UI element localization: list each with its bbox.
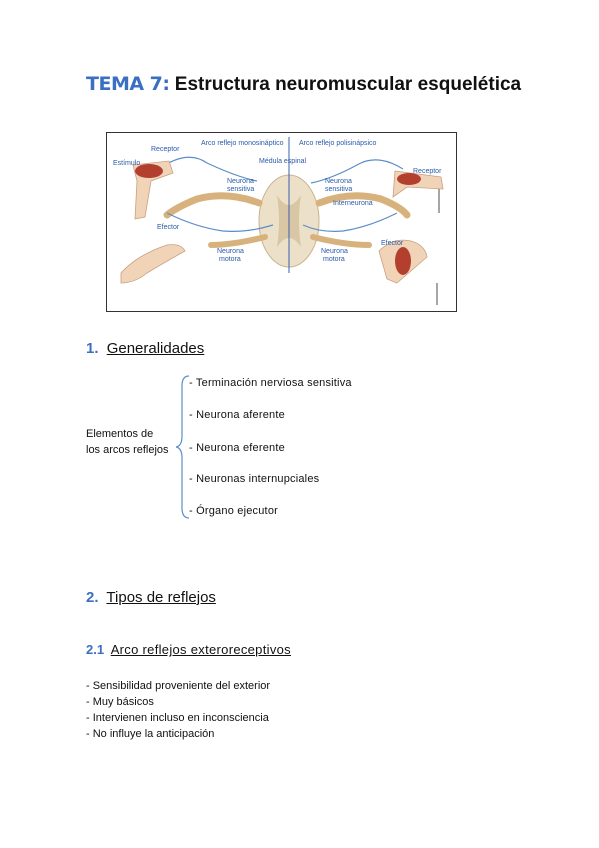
section1-heading: 1. Generalidades <box>86 340 204 357</box>
fig-label-efector-right: Efector <box>381 240 404 247</box>
element-item: - Órgano ejecutor <box>189 505 278 517</box>
section1-title: Generalidades <box>106 340 205 357</box>
fig-label-neurona-sensitiva-left-1: Neurona <box>227 178 254 185</box>
title-text: Estructura neuromuscular esquelética <box>174 74 522 95</box>
section2-number: 2. <box>86 589 99 606</box>
reflex-arc-illustration: Arco reflejo monosináptico Arco reflejo … <box>113 137 444 305</box>
fig-label-estimulo: Estímulo <box>113 160 140 167</box>
element-item: - Terminación nerviosa sensitiva <box>189 377 352 389</box>
elements-label-line2: los arcos reflejos <box>86 444 169 456</box>
fig-label-neurona-motora-right-2: motora <box>323 256 345 263</box>
left-limb <box>120 244 186 284</box>
title-tema: TEMA 7: <box>86 73 170 95</box>
fig-label-arco-poli: Arco reflejo polisinápsico <box>299 140 377 147</box>
fig-label-efector-left: Efector <box>157 224 180 231</box>
fig-label-medula: Médula espinal <box>259 158 307 165</box>
section2-heading: 2. Tipos de reflejos <box>86 589 216 606</box>
list-item: - Sensibilidad proveniente del exterior <box>86 680 271 692</box>
section21-number: 2.1 <box>86 642 105 657</box>
curly-brace <box>176 375 190 519</box>
fig-label-receptor-right: Receptor <box>413 168 442 175</box>
section21-title: Arco reflejos exteroreceptivos <box>110 642 291 657</box>
element-item: - Neuronas internupciales <box>189 473 320 485</box>
section1-number: 1. <box>86 340 99 357</box>
fig-label-receptor-left: Receptor <box>151 146 180 153</box>
section2-title: Tipos de reflejos <box>106 589 216 606</box>
page-title: TEMA 7: Estructura neuromuscular esquelé… <box>86 73 521 96</box>
list-item: - Intervienen incluso en inconsciencia <box>86 712 269 724</box>
fig-label-neurona-sensitiva-left-2: sensitiva <box>227 186 254 193</box>
fig-label-neurona-motora-left-2: motora <box>219 256 241 263</box>
element-item: - Neurona eferente <box>189 442 285 454</box>
list-item: - No influye la anticipación <box>86 728 215 740</box>
elements-label: Elementos de los arcos reflejos <box>86 426 169 458</box>
fig-label-neurona-motora-left-1: Neurona <box>217 248 244 255</box>
fig-label-neurona-sensitiva-right-1: Neurona <box>325 178 352 185</box>
fig-label-neurona-motora-right-1: Neurona <box>321 248 348 255</box>
elements-label-line1: Elementos de <box>86 428 154 440</box>
reflex-arc-figure: Arco reflejo monosináptico Arco reflejo … <box>106 132 457 312</box>
element-item: - Neurona aferente <box>189 409 285 421</box>
fig-label-neurona-sensitiva-right-2: sensitiva <box>325 186 352 193</box>
list-item: - Muy básicos <box>86 696 154 708</box>
section21-heading: 2.1 Arco reflejos exteroreceptivos <box>86 642 291 657</box>
fig-label-arco-mono: Arco reflejo monosináptico <box>201 140 284 147</box>
fig-label-interneurona: Interneurona <box>333 200 373 207</box>
section21-bullet-list: - Sensibilidad proveniente del exterior … <box>86 678 270 742</box>
